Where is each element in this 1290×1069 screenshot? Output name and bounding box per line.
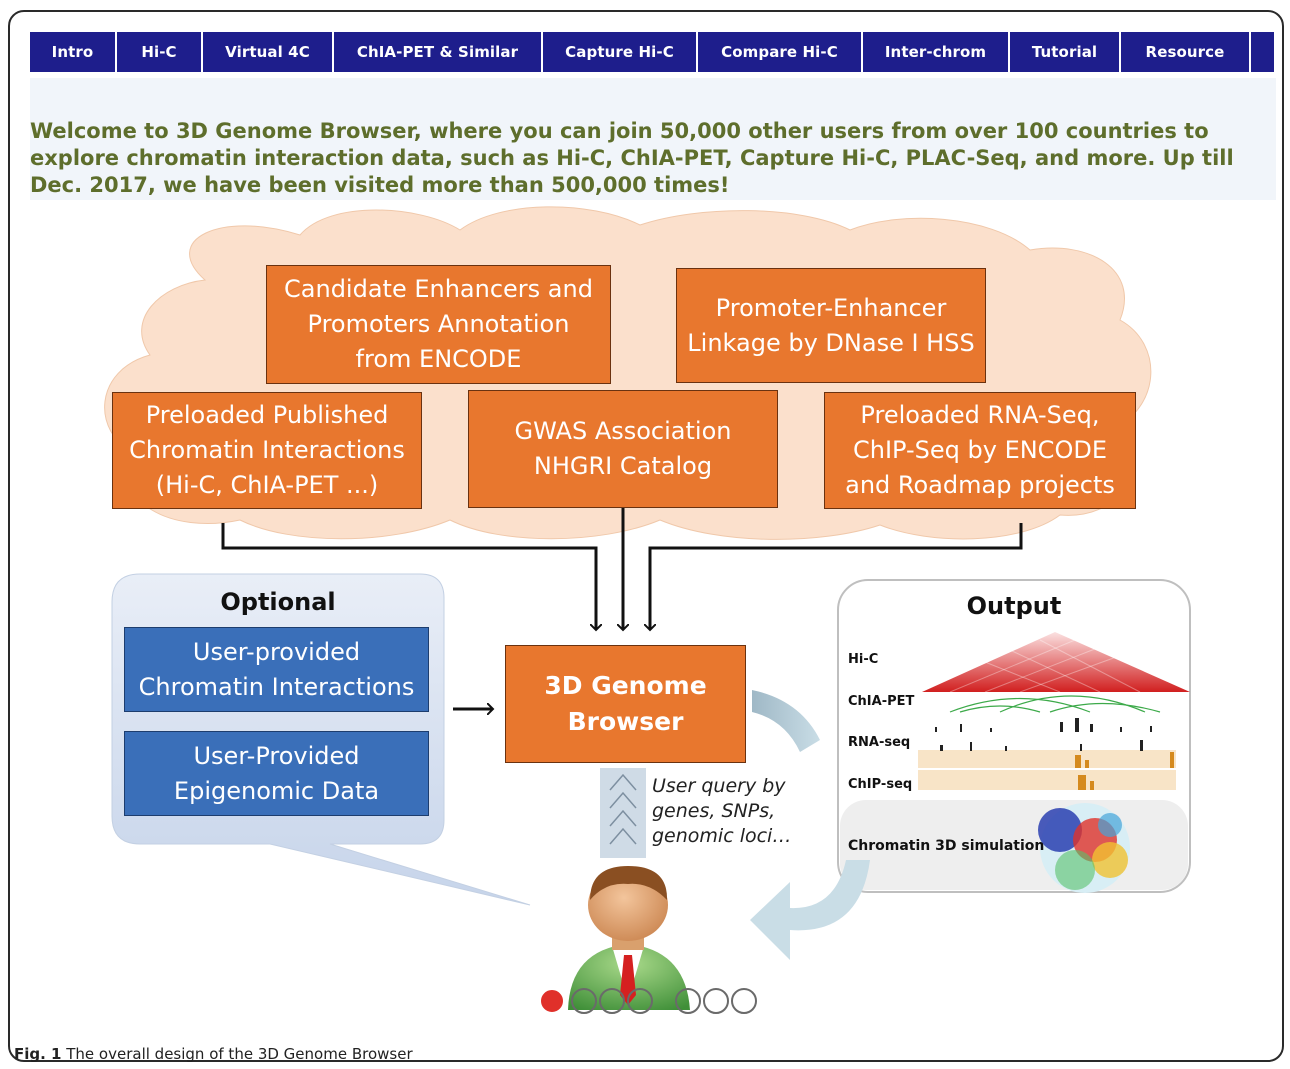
nav-intro[interactable]: Intro [30,32,117,72]
output-title: Output [966,592,1062,620]
nav-hic[interactable]: Hi-C [117,32,203,72]
preloaded-published-box: Preloaded Published Chromatin Interactio… [112,392,422,509]
gwas-box: GWAS Association NHGRI Catalog [468,390,778,508]
nav-inter-chrom[interactable]: Inter-chrom [863,32,1010,72]
signal-tracks [918,715,1176,790]
track-label-hic: Hi-C [848,652,879,667]
hic-heatmap [922,632,1190,693]
simulation-label: Chromatin 3D simulation [848,838,1045,854]
nav-resource[interactable]: Resource [1121,32,1251,72]
nav-chiapet-similar[interactable]: ChIA-PET & Similar [334,32,543,72]
flow-arrows [750,690,870,960]
user-query-text: User query by genes, SNPs, genomic loci… [652,775,792,847]
welcome-text: Welcome to 3D Genome Browser, where you … [30,119,1234,197]
nav-virtual-4c[interactable]: Virtual 4C [203,32,334,72]
user-avatar [568,866,690,1010]
query-chevrons [600,768,646,858]
nav-tutorial[interactable]: Tutorial [1010,32,1121,72]
pager-dots [539,988,757,1014]
genome-browser-box: 3D Genome Browser [505,645,746,763]
track-label-chipseq: ChIP-seq [848,777,913,792]
user-epigenomic-box: User-Provided Epigenomic Data [124,731,429,816]
chiapet-arcs [949,695,1161,713]
chromatin-simulation [1038,803,1130,893]
candidate-enhancers-box: Candidate Enhancers and Promoters Annota… [266,265,611,384]
promoter-enhancer-box: Promoter-Enhancer Linkage by DNase I HSS [676,268,986,383]
connector-lines [221,508,1023,709]
nav-capture-hic[interactable]: Capture Hi-C [543,32,698,72]
figure-caption: Fig. 1 The overall design of the 3D Geno… [14,1045,413,1063]
top-nav: Intro Hi-C Virtual 4C ChIA-PET & Similar… [30,32,1276,72]
track-label-rnaseq: RNA-seq [848,735,911,750]
track-label-chiapet: ChIA-PET [848,694,915,709]
caption-label: Fig. 1 [14,1045,62,1063]
optional-title: Optional [220,588,336,616]
preloaded-rna-box: Preloaded RNA-Seq, ChIP-Seq by ENCODE an… [824,392,1136,509]
welcome-band [30,78,1276,200]
nav-compare-hic[interactable]: Compare Hi-C [698,32,863,72]
caption-text: The overall design of the 3D Genome Brow… [66,1045,413,1063]
user-chromatin-box: User-provided Chromatin Interactions [124,627,429,712]
